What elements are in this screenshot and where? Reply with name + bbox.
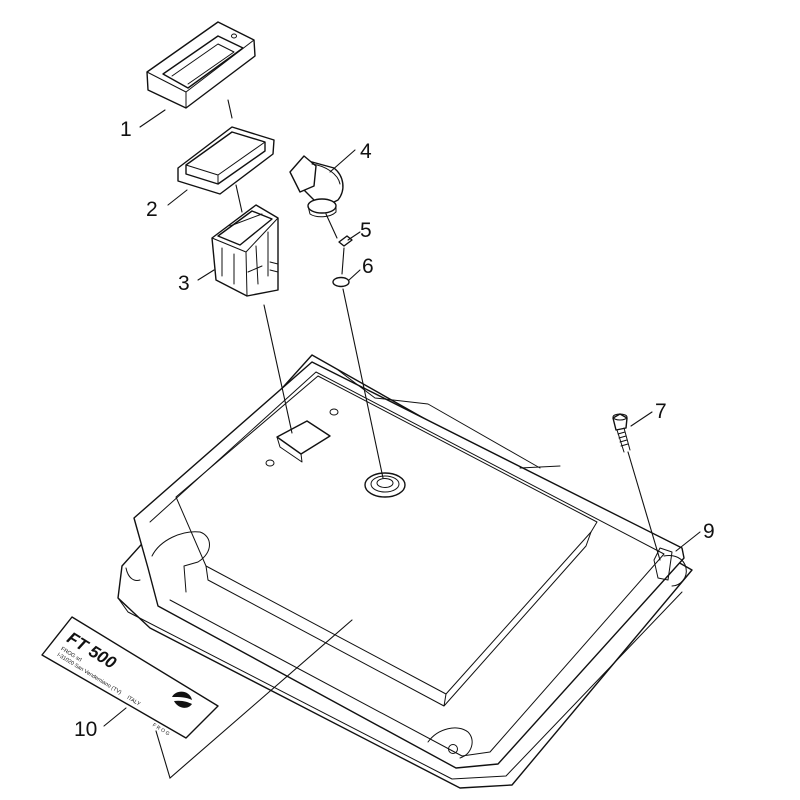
mount-hole-a [329,408,339,416]
callout-3: 3 [178,272,190,295]
part-1-bezel [146,21,256,109]
callout-7: 7 [655,400,667,423]
lug-hole [448,744,458,754]
part-6-o-ring [332,276,350,288]
screw-post [653,547,673,581]
part-4-knob [289,155,344,218]
part-7-screw [612,413,631,453]
frog-logo-icon [172,691,192,700]
knob-boss-inner [376,478,394,488]
knob-boss-outer [364,472,406,498]
callout-2: 2 [146,198,158,221]
housing-right-corner [663,555,687,587]
part-10-label-plate: FT 500 FROG srl I-31020 San Vendemiano (… [41,616,219,739]
callout-10: 10 [74,718,97,741]
mount-hole-b [265,459,275,467]
switch-cutout [276,420,331,455]
callout-9: 9 [703,520,715,543]
part-5-clip [338,235,353,247]
housing [117,354,693,789]
callout-4: 4 [360,140,372,163]
part-2-cover [177,126,275,195]
callout-5: 5 [360,219,372,242]
housing-left-notch [125,567,141,581]
housing-rear-step [337,369,561,469]
switch-cutout-depth [276,436,303,463]
housing-left-corner [151,531,210,593]
housing-base-edge [117,591,683,780]
housing-top-face [133,361,685,769]
knob-boss-mid [370,475,400,493]
callout-1: 1 [120,118,132,141]
housing-front-lug [427,727,473,759]
leader-lines [103,99,701,779]
part-3-rocker-switch [211,204,279,297]
label-plate-outline [41,616,219,739]
callout-numbers: 1 2 3 4 5 6 7 9 10 [74,118,715,741]
callout-6: 6 [362,255,374,278]
housing-top-contour [149,371,665,757]
frog-logo-icon-lower [174,700,192,708]
